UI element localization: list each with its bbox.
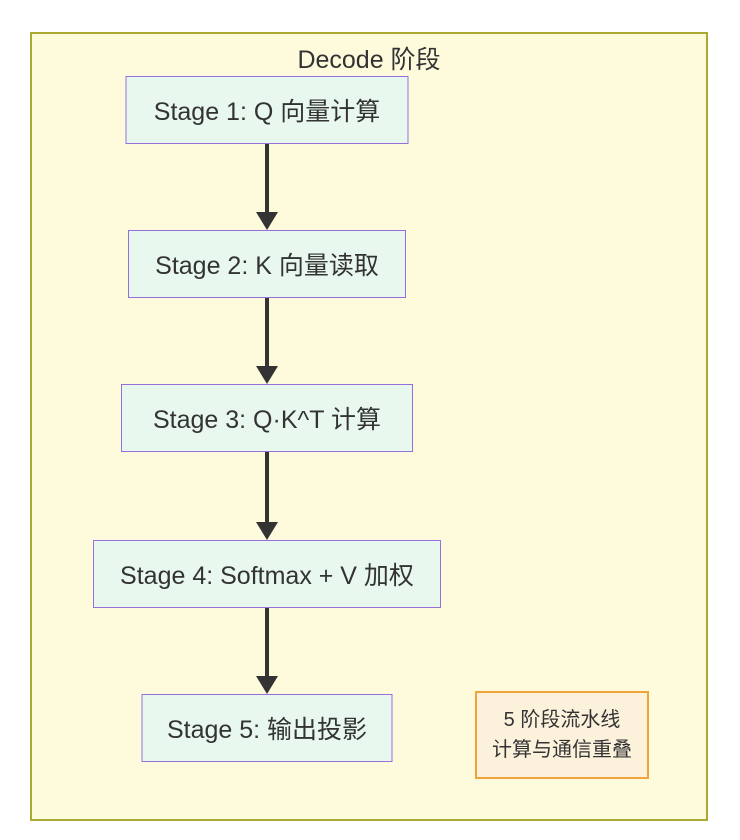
note-line-1: 5 阶段流水线 [503,709,621,731]
stage-2-node: Stage 2: K 向量读取 [128,230,406,298]
arrow-stage1-to-stage2 [256,144,278,230]
arrow-down-icon [256,522,278,540]
arrow-shaft [265,452,269,522]
decode-subgraph: Decode 阶段 Stage 1: Q 向量计算 Stage 2: K 向量读… [30,32,708,821]
arrow-stage4-to-stage5 [256,608,278,694]
arrow-stage2-to-stage3 [256,298,278,384]
stage-3-node: Stage 3: Q·K^T 计算 [121,384,413,452]
note-line-2: 计算与通信重叠 [492,739,632,761]
note-node: 5 阶段流水线 计算与通信重叠 [475,691,649,779]
arrow-down-icon [256,676,278,694]
stage-5-node: Stage 5: 输出投影 [141,694,393,762]
arrow-down-icon [256,212,278,230]
stage-4-node: Stage 4: Softmax + V 加权 [93,540,441,608]
arrow-shaft [265,144,269,212]
subgraph-title: Decode 阶段 [297,46,441,74]
arrow-stage3-to-stage4 [256,452,278,540]
arrow-shaft [265,608,269,676]
arrow-down-icon [256,366,278,384]
stage-1-node: Stage 1: Q 向量计算 [125,76,409,144]
arrow-shaft [265,298,269,366]
